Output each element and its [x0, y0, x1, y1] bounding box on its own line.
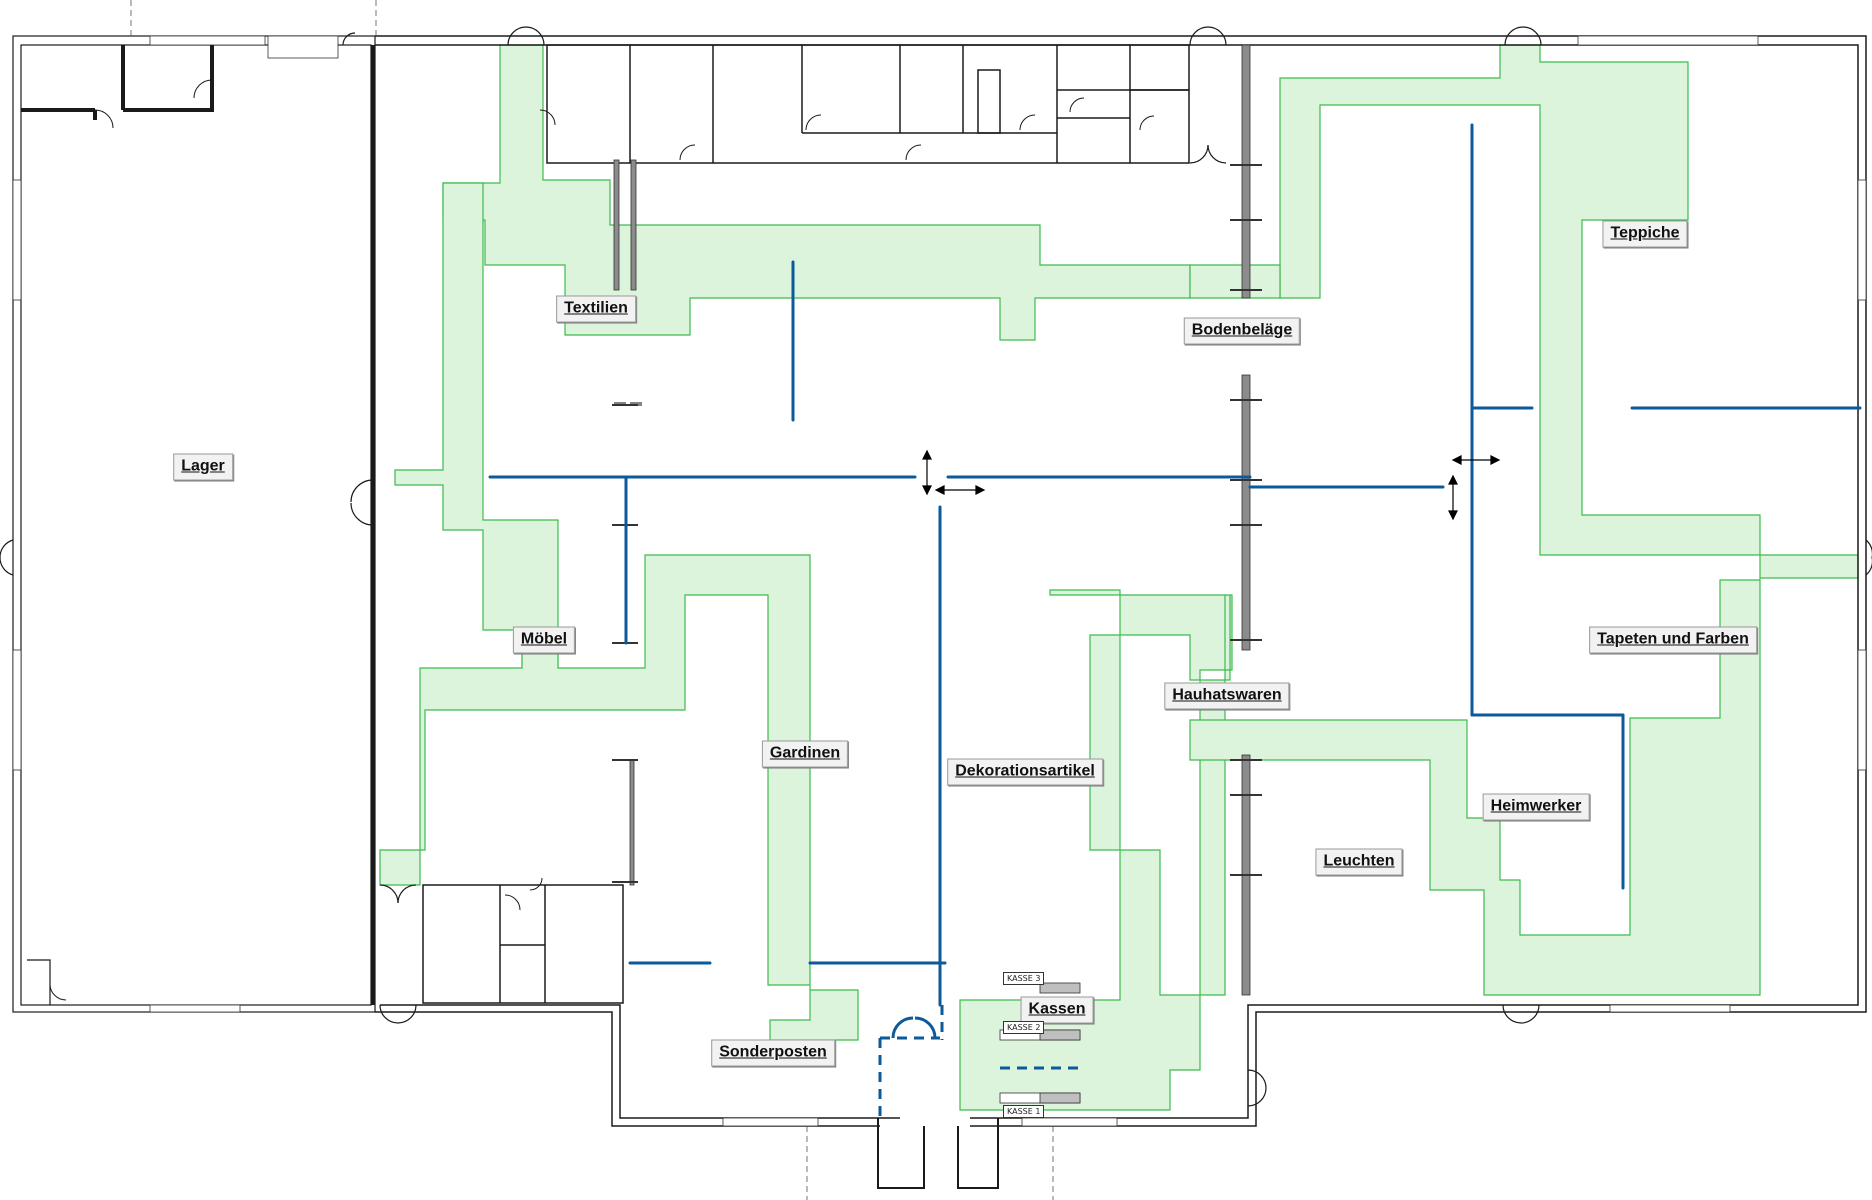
- label-bodenbelaege: Bodenbeläge: [1183, 317, 1301, 345]
- label-heimwerker: Heimwerker: [1482, 793, 1590, 821]
- kasse-1-tag: KASSE 1: [1003, 1105, 1045, 1118]
- shelf-lines: [488, 123, 1862, 1007]
- walkway-lager-loop: [394, 182, 559, 669]
- service-rooms: [422, 877, 624, 1004]
- label-tapeten-und-farben: Tapeten und Farben: [1589, 626, 1757, 654]
- label-moebel: Möbel: [512, 626, 576, 654]
- walkway-path: [379, 44, 1859, 1111]
- label-lager: Lager: [173, 453, 233, 481]
- office-block: [539, 44, 1190, 164]
- walkway-east-loop: [1189, 554, 1859, 996]
- label-gardinen: Gardinen: [761, 740, 849, 768]
- walkway-bodenbelaege-link: [1189, 264, 1281, 299]
- label-teppiche: Teppiche: [1602, 220, 1688, 248]
- lager-rooms: [21, 45, 214, 1005]
- label-kassen: Kassen: [1020, 996, 1094, 1024]
- guide-lines: [130, 0, 1054, 1200]
- entry-gate: [891, 1016, 937, 1039]
- fixtures: [614, 402, 642, 406]
- label-haushaltswaren: Hauhatswaren: [1164, 682, 1290, 710]
- walkway-moebel: [379, 554, 859, 1041]
- kasse-3-tag: KASSE 3: [1003, 972, 1045, 985]
- label-textilien: Textilien: [556, 295, 636, 323]
- label-sonderposten: Sonderposten: [711, 1039, 835, 1067]
- kasse-2-tag: KASSE 2: [1003, 1021, 1045, 1034]
- entry-barrier: [878, 1005, 1080, 1118]
- label-dekorationsartikel: Dekorationsartikel: [947, 758, 1103, 786]
- walkway-checkout: [959, 589, 1233, 1111]
- direction-arrows: [922, 449, 1501, 521]
- label-leuchten: Leuchten: [1315, 848, 1403, 876]
- window-strips: [12, 35, 1867, 1127]
- walkway-teppiche: [1279, 44, 1761, 556]
